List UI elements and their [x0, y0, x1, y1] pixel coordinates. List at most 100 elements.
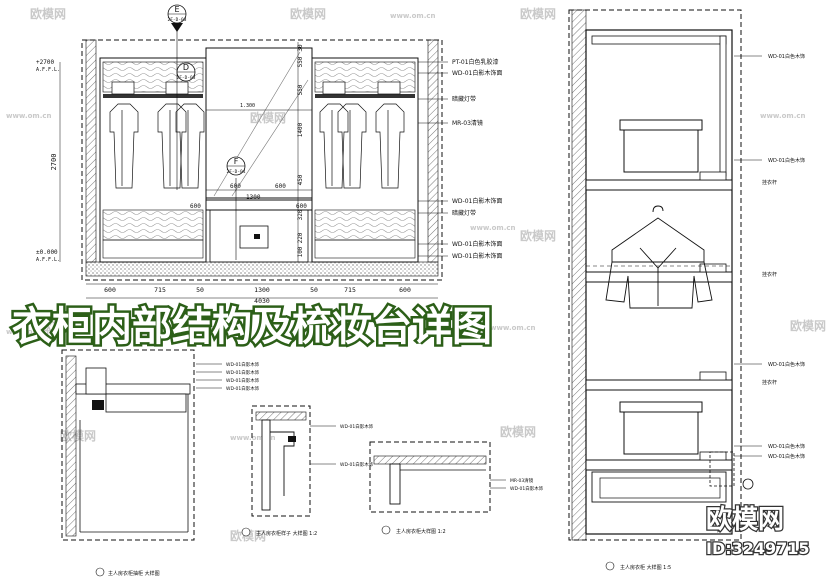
level-bottom: ±0.000 [36, 249, 58, 256]
rod-bracket [699, 451, 727, 461]
bottom-dim: 600 [399, 286, 411, 294]
rod-label: 挂衣杆 [762, 179, 777, 186]
watermark-site: www.om.cn [6, 328, 52, 336]
level-top: +2700 [36, 59, 54, 66]
id-watermark: ID:3249715 [706, 539, 810, 558]
callout-f: F 2F-D-04 [227, 156, 246, 260]
watermark-brand: 欧模网 [250, 110, 286, 125]
watermark-site: www.om.cn [170, 324, 216, 332]
inner-dim-1300: 1300 [246, 194, 261, 201]
mirror-detail-caption: 主人房衣柜大样图 1:2 [396, 528, 446, 535]
material-label: 暗藏灯带 [452, 95, 476, 103]
rod-bracket [699, 171, 727, 181]
level-bottom-sub: A.F.F.L. [36, 257, 60, 263]
watermark-site: www.om.cn [490, 324, 536, 332]
coat-icon [109, 103, 139, 189]
level-top-sub: A.F.F.L. [36, 67, 60, 73]
shelf [585, 271, 733, 283]
watermark-site: www.om.cn [230, 434, 276, 442]
callout-d: D 2F-D-03 [177, 62, 196, 82]
rod-label: 挂衣杆 [762, 271, 777, 278]
drawing-title: 衣柜内部结构及梳妆台详图 [12, 304, 492, 350]
vertical-dim: 30 [297, 44, 304, 52]
callout-d-ref: 2F-D-03 [177, 75, 196, 81]
vertical-dim: 1400 [297, 122, 304, 137]
callout-f-letter: F [234, 157, 239, 166]
coat-icon [319, 103, 349, 189]
detail-label: WD-01白影木饰 [510, 485, 544, 492]
rod-label: 挂衣杆 [762, 379, 777, 386]
brand-watermark: 欧模网 [706, 504, 784, 535]
watermark-site: www.om.cn [6, 112, 52, 120]
detail-label: WD-01白影木饰 [226, 361, 260, 368]
watermark-site: www.om.cn [390, 12, 436, 20]
wardrobe-section: WD-01白色木饰 WD-01白色木饰 WD-01白色木饰 WD-01白色木饰 WD-0… [568, 9, 805, 571]
section-label: WD-01白色木饰 [768, 157, 805, 164]
detail-label: WD-01白影木饰 [340, 461, 374, 468]
detail-label: MR-03清镜 [510, 477, 534, 484]
watermark-brand: 欧模网 [290, 6, 326, 21]
watermark-brand: 欧模网 [790, 318, 826, 333]
section-label: WD-01白色木饰 [768, 443, 805, 450]
section-label: WD-01白色木饰 [768, 361, 805, 368]
overall-width: 4030 [254, 297, 270, 305]
detail-label: WD-01白影木饰 [226, 377, 260, 384]
watermark-brand: 欧模网 [520, 228, 556, 243]
watermark-site: www.om.cn [470, 224, 516, 232]
coat-icon [337, 103, 367, 189]
vertical-dim: 220 [297, 232, 304, 243]
section-label: WD-01白色木饰 [768, 453, 805, 460]
callout-d-letter: D [183, 63, 189, 72]
height-dim: 2700 [50, 154, 58, 171]
watermark-brand: 欧模网 [520, 6, 556, 21]
watermark-brand: 欧模网 [60, 428, 96, 443]
material-label: MR-03清镜 [452, 119, 483, 127]
rail-detail-caption: 主人房衣柜样子 大样图 1:2 [256, 530, 317, 537]
bottom-dim: 600 [104, 286, 116, 294]
watermark-site: www.om.cn [760, 112, 806, 120]
section-label: WD-01白色木饰 [768, 53, 805, 60]
material-label: 暗藏灯带 [452, 209, 476, 217]
bottom-dim: 50 [196, 286, 204, 294]
callout-e: E 2F-D-03 [168, 4, 187, 190]
vertical-dim: 100 [297, 246, 304, 257]
material-label: WD-01白影木饰面 [452, 240, 502, 248]
rod-bracket [699, 263, 727, 273]
shelf [585, 459, 733, 471]
bottom-dim: 715 [154, 286, 166, 294]
bottom-dim: 715 [344, 286, 356, 294]
dim-1300-note: 1.300 [240, 103, 255, 109]
drawer-detail-caption: 主人房衣柜抽柜 大样图 [108, 570, 160, 577]
vertical-dim: 320 [297, 209, 304, 220]
watermark-brand: 欧模网 [30, 6, 66, 21]
detail-label: WD-01白影木饰 [226, 385, 260, 392]
vertical-dim: 450 [297, 174, 304, 185]
material-label: WD-01白影木饰面 [452, 69, 502, 77]
callout-e-ref: 2F-D-03 [168, 17, 187, 23]
callout-e-letter: E [174, 5, 179, 14]
watermark-brand: 欧模网 [40, 318, 76, 333]
coat-icon [375, 103, 405, 189]
vertical-dim: 550 [297, 56, 304, 67]
inner-dim-600b: 600 [275, 183, 286, 190]
vertical-dim: 550 [297, 84, 304, 95]
watermark-brand: 欧模网 [500, 424, 536, 439]
detail-label: WD-01白影木饰 [226, 369, 260, 376]
detail-label: WD-01白影木饰 [340, 423, 374, 430]
rod-bracket [699, 371, 727, 381]
material-label: PT-01白色乳胶漆 [452, 58, 499, 66]
bottom-dim: 1300 [254, 286, 270, 294]
section-caption: 主人房衣柜 大样图 1:5 [620, 564, 671, 571]
shelf [585, 179, 733, 191]
inner-dim-600a: 600 [230, 183, 241, 190]
material-label: WD-01白影木饰面 [452, 197, 502, 205]
inner-dim-600d: 600 [296, 203, 307, 210]
bottom-dim: 50 [310, 286, 318, 294]
shelf [585, 379, 733, 391]
shirt-drawing [605, 205, 713, 309]
